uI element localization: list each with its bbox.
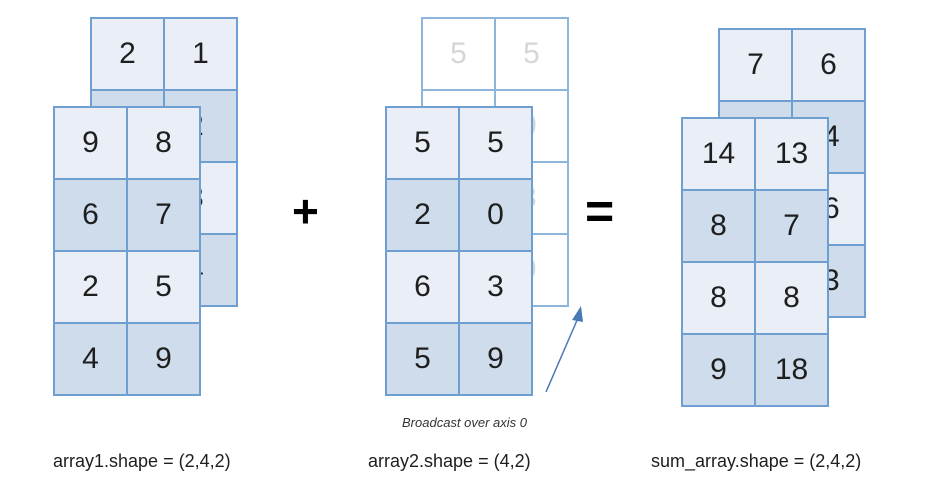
array1-front-layer: 9 8 6 7 2 5 4 9	[53, 106, 201, 396]
array2-layer: 5 5 2 0 6 3 5 9	[385, 106, 533, 396]
sum-array-shape-caption: sum_array.shape = (2,4,2)	[651, 451, 862, 471]
cell: 6	[55, 180, 126, 250]
cell: 5	[387, 324, 458, 394]
plus-operator: +	[292, 185, 319, 237]
cell: 13	[756, 119, 827, 189]
cell: 8	[683, 263, 754, 333]
cell: 18	[756, 335, 827, 405]
cell: 14	[683, 119, 754, 189]
equals-operator: =	[585, 183, 615, 239]
cell: 9	[55, 108, 126, 178]
arrow-head	[572, 306, 583, 322]
broadcast-note: Broadcast over axis 0	[402, 415, 528, 430]
cell: 9	[683, 335, 754, 405]
cell: 9	[460, 324, 531, 394]
cell: 1	[165, 19, 236, 89]
cell: 6	[793, 30, 864, 100]
cell: 8	[756, 263, 827, 333]
sum-array-front-layer: 14 13 8 7 8 8 9 18	[681, 117, 829, 407]
cell: 7	[720, 30, 791, 100]
arrow-line	[545, 317, 579, 393]
cell: 5	[460, 108, 531, 178]
cell: 4	[55, 324, 126, 394]
cell: 0	[460, 180, 531, 250]
cell: 7	[756, 191, 827, 261]
cell: 9	[128, 324, 199, 394]
cell: 5	[387, 108, 458, 178]
array1-shape-caption: array1.shape = (2,4,2)	[53, 451, 231, 471]
cell: 8	[128, 108, 199, 178]
cell: 2	[55, 252, 126, 322]
cell: 2	[387, 180, 458, 250]
cell: 5	[496, 19, 567, 89]
cell: 3	[460, 252, 531, 322]
cell: 6	[387, 252, 458, 322]
cell: 8	[683, 191, 754, 261]
cell: 5	[128, 252, 199, 322]
cell: 7	[128, 180, 199, 250]
array2-shape-caption: array2.shape = (4,2)	[368, 451, 531, 471]
cell: 5	[423, 19, 494, 89]
cell: 2	[92, 19, 163, 89]
